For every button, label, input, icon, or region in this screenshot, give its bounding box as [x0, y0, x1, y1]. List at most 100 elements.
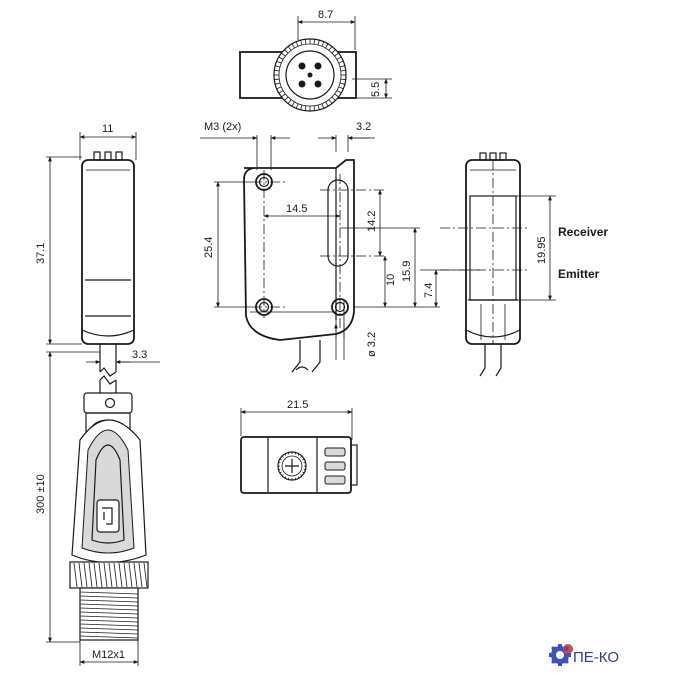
gear-tooth: [558, 644, 562, 648]
knurl-tick: [334, 93, 339, 98]
thread-line: [79, 619, 139, 623]
top-view: 8.7 5.5: [239, 9, 392, 112]
knob-notch: [302, 458, 305, 461]
knurl-tick: [287, 46, 292, 51]
thread-line: [79, 635, 139, 639]
thread-line: [79, 623, 139, 627]
nut-knurl: [73, 562, 148, 588]
knurl-tick: [274, 69, 280, 72]
knob-notch: [297, 476, 300, 479]
nut-knurl-line: [93, 562, 98, 588]
thread-line: [79, 607, 139, 611]
dim-bottom-width: 21.5: [287, 399, 308, 411]
knurl-tick: [328, 99, 333, 104]
knob-notch: [281, 474, 284, 477]
knurl-tick: [338, 60, 344, 64]
knurl-tick: [336, 56, 342, 60]
dim-hole-dia: ø 3.2: [366, 332, 378, 357]
thread-line: [79, 591, 139, 595]
gear-icon: [549, 644, 573, 666]
thread-line: [79, 603, 139, 607]
knurl-tick: [274, 78, 280, 81]
knob-notch: [297, 453, 300, 456]
bottom-view: 21.5: [240, 399, 358, 494]
knob-notch: [284, 476, 287, 479]
dim-right-height: 19.95: [536, 236, 548, 264]
knurl-tick: [321, 41, 325, 47]
nut-knurl-line: [98, 562, 103, 588]
nut-knurl-line: [118, 562, 123, 588]
knob-notch: [278, 468, 281, 471]
side-view: 11 37.1 3.3: [35, 123, 160, 666]
knob-notch: [300, 455, 303, 458]
dim-front-v1: 14.2: [366, 211, 378, 232]
knurl-tick: [338, 86, 344, 90]
knob-notch: [281, 455, 284, 458]
gear-tooth: [551, 646, 556, 651]
nut-knurl-line: [138, 562, 143, 588]
knurl-tick: [284, 96, 289, 101]
gear-tooth: [564, 659, 569, 664]
knob-notch: [294, 477, 297, 480]
dim-side-width: 11: [102, 123, 113, 135]
gear-tooth: [567, 653, 571, 657]
label-emitter: Emitter: [558, 267, 600, 281]
thread-lines: [79, 591, 139, 639]
dim-connector-thread: M12x1: [92, 649, 125, 661]
thread-line: [79, 615, 139, 619]
knurl-tick: [340, 69, 346, 72]
right-view: 19.95 Receiver Emitter: [440, 152, 608, 377]
thread-line: [79, 631, 139, 635]
knob-notch: [303, 461, 306, 464]
knob-notch: [278, 461, 281, 464]
knurl-tick: [300, 40, 303, 46]
dim-top-height: 5.5: [370, 82, 382, 97]
gear-tooth: [549, 653, 553, 657]
knurl-ring: [274, 39, 346, 111]
knob-notch: [279, 458, 282, 461]
front-view: M3 (2x) 3.2: [200, 121, 480, 373]
dim-hole-spacing: 14.5: [286, 203, 307, 215]
knurl-tick: [295, 103, 299, 109]
knurl-tick: [275, 65, 281, 68]
knurl-tick: [331, 96, 336, 101]
knurl-tick: [276, 60, 282, 64]
knob-notch: [287, 477, 290, 480]
thread-line: [79, 627, 139, 631]
nut-knurl-line: [123, 562, 128, 588]
knurl-tick: [291, 101, 295, 107]
knurl-tick: [317, 40, 320, 46]
knurl-tick: [287, 99, 292, 104]
knob-notch: [279, 471, 282, 474]
knurl-tick: [276, 86, 282, 90]
dim-front-offset: 3.2: [356, 121, 371, 133]
knurl-tick: [334, 52, 339, 57]
knob-notch: [302, 471, 305, 474]
nut-knurl-line: [73, 562, 78, 588]
dim-front-height: 25.4: [203, 237, 215, 258]
knurl-tick: [304, 39, 307, 45]
knurl-tick: [339, 65, 345, 68]
gear-tooth: [551, 659, 556, 664]
dim-side-cable: 3.3: [132, 349, 147, 361]
nut-knurl-line: [113, 562, 118, 588]
knurl-tick: [313, 105, 316, 111]
knob-notch: [284, 453, 287, 456]
knurl-tick: [291, 43, 295, 49]
knurl-tick: [281, 93, 286, 98]
knurl-tick: [295, 41, 299, 47]
company-logo: ПЕ-КО: [549, 644, 619, 666]
knurl-tick: [278, 90, 284, 94]
knob-notch: [294, 452, 297, 455]
knurl-tick: [300, 104, 303, 110]
knob-notch: [303, 468, 306, 471]
knurl-tick: [284, 49, 289, 54]
knurl-tick: [321, 103, 325, 109]
nut-knurl-line: [133, 562, 138, 588]
knurl-tick: [325, 43, 329, 49]
logo-text: ПЕ-КО: [573, 649, 619, 666]
knurl-tick: [304, 105, 307, 111]
dim-front-v2: 15.9: [401, 261, 413, 282]
knurl-tick: [278, 56, 284, 60]
